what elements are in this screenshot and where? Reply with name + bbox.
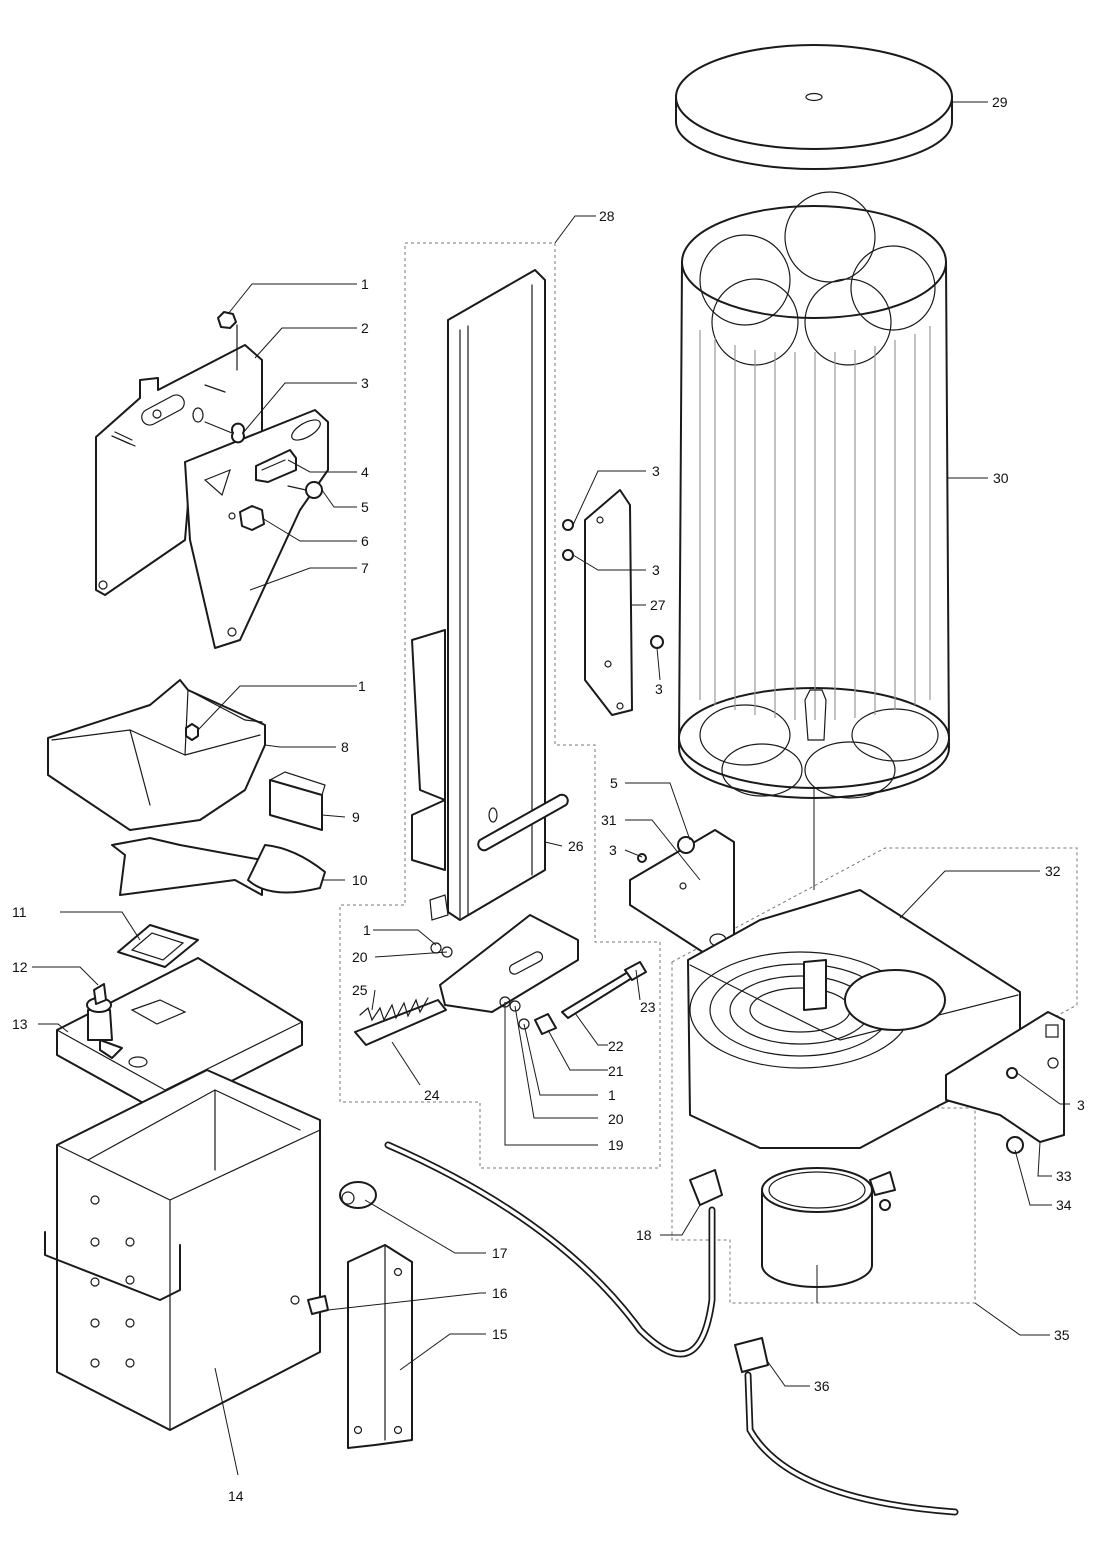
- part-3e-screw: [637, 853, 647, 863]
- part-3-screws-27: [562, 519, 664, 649]
- part-28-column: [411, 269, 546, 921]
- cable-36: [744, 1371, 959, 1516]
- callout-20: 20: [608, 1111, 624, 1127]
- part-6-spacer: [239, 505, 265, 531]
- callout-3: 3: [652, 562, 660, 578]
- callout-15: 15: [492, 1326, 508, 1342]
- callout-3: 3: [1077, 1097, 1085, 1113]
- part-2-back-plate: [95, 344, 263, 596]
- callout-3: 3: [652, 463, 660, 479]
- callout-13: 13: [12, 1016, 28, 1032]
- part-32-base: [687, 889, 1021, 1149]
- callout-5: 5: [361, 499, 369, 515]
- part-36-connector: [734, 1337, 769, 1373]
- part-1b-nut: [185, 723, 199, 741]
- part-9-flap: [269, 771, 326, 831]
- callout-22: 22: [608, 1038, 624, 1054]
- part-3f-screw: [1006, 1067, 1018, 1079]
- assembly-boundary-35: [671, 847, 1078, 1304]
- callout-26: 26: [568, 838, 584, 854]
- callout-21: 21: [608, 1063, 624, 1079]
- callout-33: 33: [1056, 1168, 1072, 1184]
- callout-24: 24: [424, 1087, 440, 1103]
- part-4-bracket: [255, 449, 297, 483]
- callout-10: 10: [352, 872, 368, 888]
- part-14-cash-box: [44, 1069, 321, 1431]
- callout-17: 17: [492, 1245, 508, 1261]
- part-34-nut: [1006, 1136, 1024, 1154]
- callout-1: 1: [361, 276, 369, 292]
- leader-lines: [32, 101, 1070, 1476]
- callout-14: 14: [228, 1488, 244, 1504]
- callout-2: 2: [361, 320, 369, 336]
- motor: [761, 1167, 896, 1288]
- callout-3: 3: [655, 681, 663, 697]
- part-18-connector: [689, 1169, 723, 1206]
- part-29-lid: [675, 44, 953, 170]
- part-8-hopper: [47, 679, 266, 896]
- part-17-bumper: [339, 1181, 377, 1209]
- part-23-shaft: [561, 961, 647, 1019]
- callout-32: 32: [1045, 863, 1061, 879]
- callout-25: 25: [352, 982, 368, 998]
- callout-11: 11: [12, 904, 27, 920]
- callout-3: 3: [609, 842, 617, 858]
- callout-6: 6: [361, 533, 369, 549]
- part-33-bracket: [945, 1011, 1065, 1143]
- part-3a-screw: [204, 421, 245, 444]
- callout-5: 5: [610, 775, 618, 791]
- callout-34: 34: [1056, 1197, 1072, 1213]
- cable-main: [384, 1141, 716, 1358]
- part-5b-screw: [677, 836, 695, 854]
- callout-19: 19: [608, 1137, 624, 1153]
- part-21-collar: [534, 1013, 557, 1035]
- callout-1: 1: [363, 922, 371, 938]
- callout-18: 18: [636, 1227, 652, 1243]
- part-1a-nut: [217, 311, 238, 371]
- callout-20: 20: [352, 949, 368, 965]
- callout-16: 16: [492, 1285, 508, 1301]
- callout-28: 28: [599, 208, 615, 224]
- callout-23: 23: [640, 999, 656, 1015]
- callout-29: 29: [992, 94, 1008, 110]
- studs: [111, 384, 226, 447]
- callout-1: 1: [608, 1087, 616, 1103]
- callout-27: 27: [650, 597, 666, 613]
- callout-31: 31: [601, 812, 617, 828]
- callout-4: 4: [361, 464, 369, 480]
- part-11-frame: [117, 924, 199, 968]
- part-25-spring: [359, 997, 429, 1022]
- callout-12: 12: [12, 959, 28, 975]
- part-27-plate: [584, 489, 633, 716]
- part-10-chute: [247, 844, 326, 894]
- callout-7: 7: [361, 560, 369, 576]
- callout-3: 3: [361, 375, 369, 391]
- callout-1: 1: [358, 678, 366, 694]
- part-26-rod: [477, 793, 569, 852]
- callout-30: 30: [993, 470, 1009, 486]
- callout-9: 9: [352, 809, 360, 825]
- callout-36: 36: [814, 1378, 830, 1394]
- part-12-lock: [86, 983, 123, 1059]
- callout-labels: 29 28 1 2 3 4 5 6 7 3 3 27 3 30 1 8 9 10…: [12, 94, 1085, 1504]
- part-15-angle-bracket: [347, 1244, 413, 1449]
- callout-35: 35: [1054, 1327, 1070, 1343]
- callout-8: 8: [341, 739, 349, 755]
- part-30-canister: [678, 191, 950, 799]
